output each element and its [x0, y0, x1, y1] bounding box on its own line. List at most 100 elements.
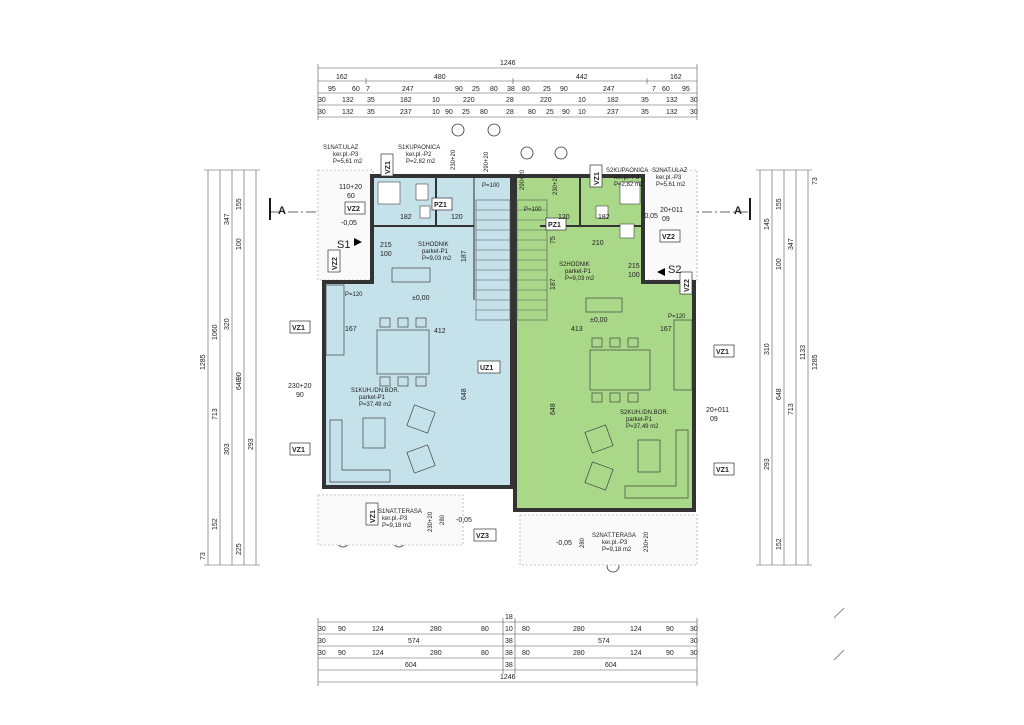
opening-280-s1-bottom: 280 [440, 514, 446, 525]
right-dim-labels: 1285 1133 713 648 310 347 293 152 73 155… [764, 177, 819, 550]
s2-dining-table [589, 349, 651, 391]
dim-bot-r2-2: 124 [372, 626, 384, 633]
dim-top-r3-6: 28 [506, 97, 514, 104]
s1-terasa-floor: ker.pl.-P3 [382, 516, 408, 522]
window-tag-labels: VZ1 VZ1 VZ1 VZ1 UZ1 VZ3 VZ2 VZ2 PZ1 PZ1 … [292, 161, 729, 540]
s2-sink [595, 205, 609, 219]
dim-left-303: 303 [224, 443, 231, 455]
dim-left-90: 90 [236, 372, 243, 380]
s1-kupaonica-floor: ker.pl.-P2 [406, 152, 432, 158]
s2-kupaonica-area: P=2,82 m2 [614, 182, 644, 188]
dim-right-347: 347 [788, 238, 795, 250]
dim-bot-r2-9: 90 [666, 626, 674, 633]
dim-top-r2-11: 247 [603, 86, 615, 93]
s2-terasa-floor: ker.pl.-P3 [602, 540, 628, 546]
s2-nat-ulaz-floor: ker.pl.-P3 [656, 175, 682, 181]
dim-top-r3-7: 220 [540, 97, 552, 104]
dim-215-s1: 215 [380, 242, 392, 249]
s1-hodnik-name: S1HODNIK [418, 242, 449, 248]
tag-box [344, 201, 366, 215]
s1-dining-table [376, 329, 430, 375]
dim-bot-r2-5: 10 [505, 626, 513, 633]
dim-top-r2-7: 38 [507, 86, 515, 93]
bottom-dim-labels: 18 30 90 124 280 80 10 80 280 124 90 30 … [318, 614, 698, 681]
s2-hodnik-name: S2HODNIK [559, 262, 590, 268]
interior-annotations: 412 413 167 167 648 648 187 187 75 120 1… [288, 149, 729, 552]
s1-sink [419, 205, 431, 219]
dim-right-155: 155 [776, 198, 783, 210]
dim-bot-r4-10: 30 [690, 650, 698, 657]
dim-top-r2-6: 80 [490, 86, 498, 93]
opening-230-s2-top: 230+20 [553, 174, 559, 195]
s1-nat-ulaz-area: P=5,61 m2 [333, 159, 363, 165]
dim-top-r4-7: 80 [480, 109, 488, 116]
dim-top-r4-16: 30 [690, 109, 698, 116]
dim-bot-r4-5: 38 [505, 650, 513, 657]
s1-terasa-name: S1NAT.TERASA [378, 509, 422, 515]
dim-top-r3-9: 182 [607, 97, 619, 104]
dim-top-r1-2: 442 [576, 74, 588, 81]
dim-bot-r2-8: 124 [630, 626, 642, 633]
s2-armchair [584, 424, 614, 454]
dim-bot-r4-4: 80 [481, 650, 489, 657]
opening-90-left: 90 [296, 392, 304, 399]
s2-unit-id: S2 [668, 264, 681, 276]
tag-pz1-s2: PZ1 [548, 222, 561, 229]
s1-kitchen-island [391, 267, 431, 283]
axis-bubble [487, 123, 501, 137]
tag-vz2-s1: VZ2 [347, 206, 360, 213]
tag-box [713, 462, 735, 476]
dim-right-1133: 1133 [800, 345, 807, 360]
s2-nat-ulaz-name: S2NAT.ULAZ [652, 168, 688, 174]
dim-right-1285: 1285 [812, 354, 819, 370]
dim-top-r3-4: 10 [432, 97, 440, 104]
opening-230-s1-bottom: 230+20 [428, 511, 434, 532]
dim-bot-r2-0: 30 [318, 626, 326, 633]
dim-top-r3-5: 220 [463, 97, 475, 104]
dim-left-347: 347 [224, 213, 231, 225]
crop-marks [833, 607, 845, 661]
s1-furniture [325, 267, 436, 483]
tag-box [477, 360, 501, 374]
dim-right-152: 152 [776, 538, 783, 550]
s1-hodnik-floor: parket-P1 [422, 249, 449, 255]
dim-187-s1: 187 [461, 250, 468, 262]
dim-right-73: 73 [812, 177, 819, 185]
p100-s1: P=100 [482, 183, 500, 189]
dim-top-r2-4: 90 [455, 86, 463, 93]
dim-left-73: 73 [200, 552, 207, 560]
dim-top-r4-13: 237 [607, 109, 619, 116]
dim-top-r2-12: 7 [652, 86, 656, 93]
dim-648-s2: 648 [550, 403, 557, 415]
dim-bot-r2-7: 280 [573, 626, 585, 633]
s1-armchair [406, 404, 436, 434]
tag-pz1-s1: PZ1 [434, 202, 447, 209]
s2-walls [513, 174, 696, 512]
dim-right-293: 293 [764, 458, 771, 470]
s2-floor [515, 176, 694, 510]
s2-shower [619, 181, 641, 205]
s1-kuh-floor: parket-P1 [359, 395, 386, 401]
dim-top-r4-14: 35 [641, 109, 649, 116]
s1-kuh-area: P=37,49 m2 [359, 402, 392, 408]
s2-terasa-name: S2NAT.TERASA [592, 533, 636, 539]
dim-100-s1: 100 [380, 251, 392, 258]
window-tag-boxes [289, 153, 735, 542]
s2-sofa [624, 429, 689, 499]
left-dimensions [204, 169, 260, 566]
dim-top-r2-5: 25 [472, 86, 480, 93]
dim-bot-r4-6: 80 [522, 650, 530, 657]
opening-230-s1-top: 230+20 [451, 149, 457, 170]
dim-bot-r4-9: 90 [666, 650, 674, 657]
tag-vz2-s1-side: VZ2 [332, 257, 339, 270]
dim-top-r4-12: 10 [578, 109, 586, 116]
s2-rear-terrace [519, 514, 698, 566]
tag-vz1-s1-top: VZ1 [385, 161, 392, 174]
top-dimensions [317, 64, 698, 120]
dim-right-100: 100 [776, 258, 783, 270]
dim-left-648: 648 [236, 378, 243, 390]
dim-top-total: 1246 [500, 60, 516, 67]
s1-kupaonica-name: S1KUPAONICA [398, 145, 440, 151]
tag-box [289, 320, 311, 334]
s2-entry-terrace [641, 169, 698, 281]
